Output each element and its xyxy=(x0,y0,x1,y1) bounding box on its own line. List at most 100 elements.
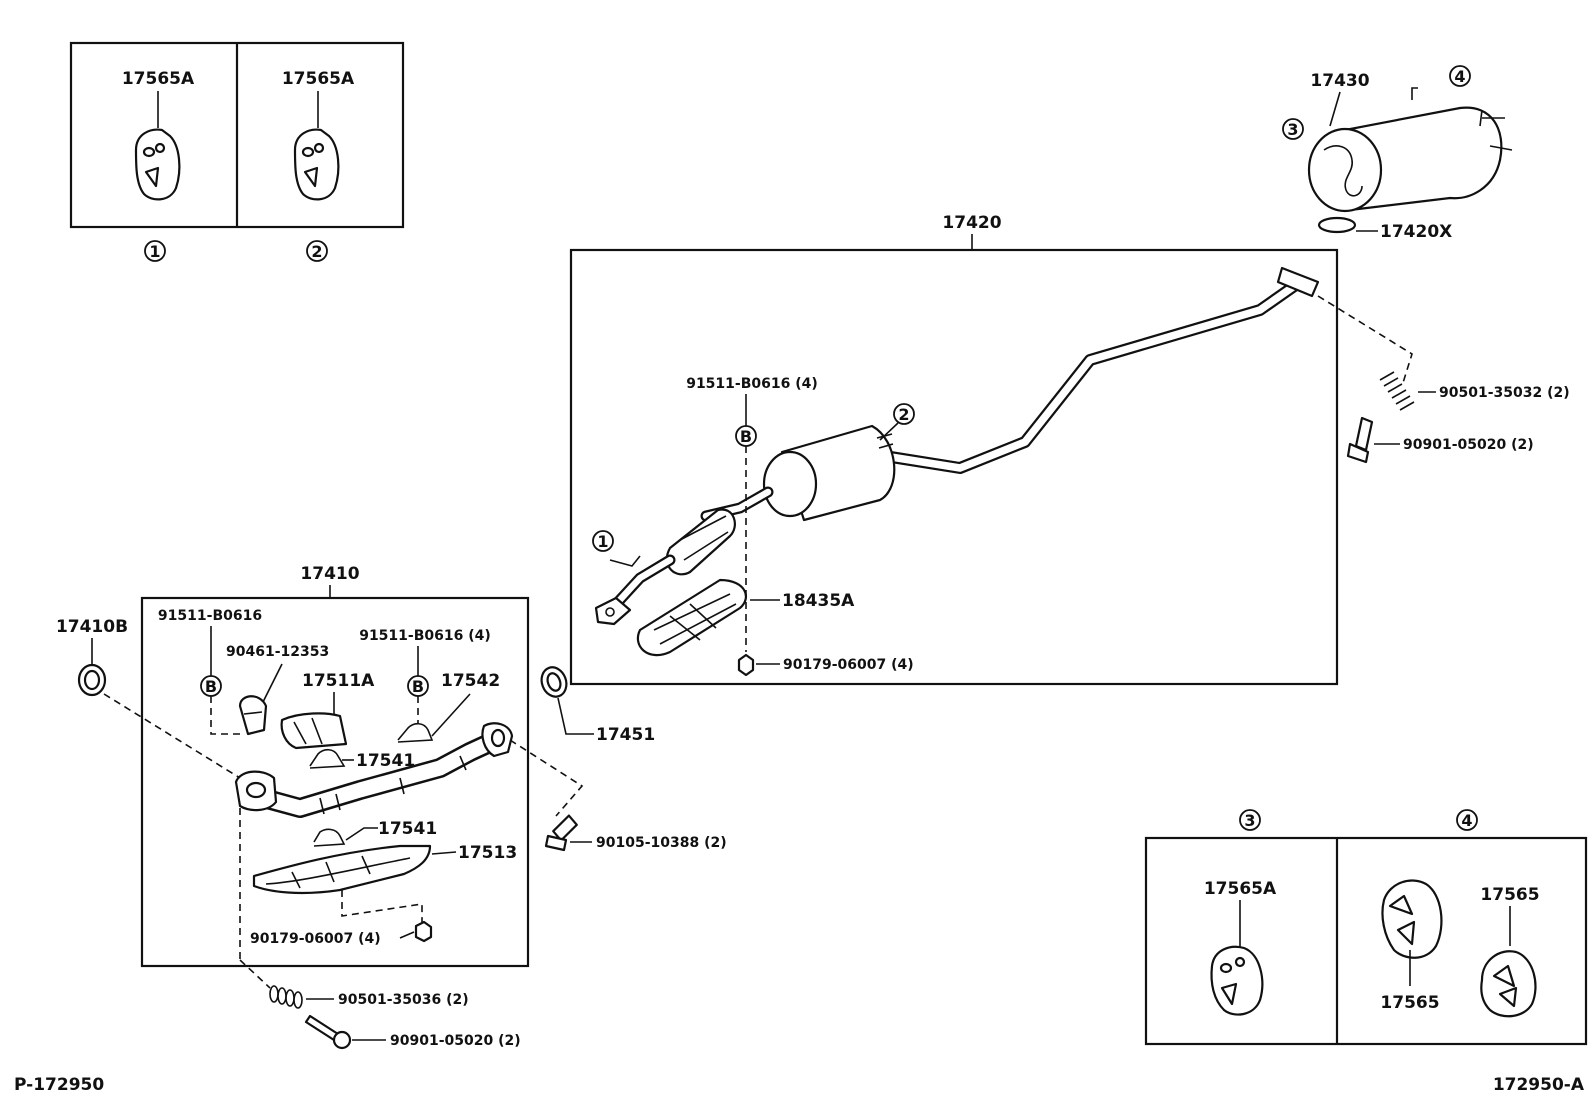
rubber-hanger-icon xyxy=(1381,879,1443,959)
muffler-leader xyxy=(1329,91,1341,127)
clip-lower-icon xyxy=(313,828,346,847)
rear-gasket-label[interactable]: 17451 xyxy=(596,725,655,745)
front-coil-spring-icon xyxy=(269,985,303,1009)
tail-muffler-group: 17430 4 3 17420X xyxy=(1282,65,1513,242)
front-bolt-b2-text: B xyxy=(412,677,424,696)
heat-insulator-label[interactable]: 17513 xyxy=(458,843,517,863)
front-bolt-icon xyxy=(304,1014,352,1050)
center-pipe-assembly-label[interactable]: 17420 xyxy=(942,213,1001,233)
front-spring-dashline-2 xyxy=(239,959,271,989)
front-pipe-group: 17410 17410B 91511-B0616 B 90461-12353 1… xyxy=(56,564,584,989)
rear-bolt-label[interactable]: 90105-10388 (2) xyxy=(596,835,727,851)
inset3-part-label[interactable]: 17565A xyxy=(1204,879,1277,899)
gasket-icon xyxy=(1317,216,1357,234)
rear-gasket-group: 17451 xyxy=(540,666,655,745)
front-rear-dashline xyxy=(509,739,584,817)
coil-spring-icon xyxy=(1379,371,1415,411)
spring-bolt-label[interactable]: 90901-05020 (2) xyxy=(1403,437,1534,453)
inset1-panel: 17565A 1 xyxy=(122,69,195,262)
front-bolt-b1-dashline xyxy=(210,696,244,735)
center-callout-2-circle xyxy=(893,403,915,425)
center-nut-label[interactable]: 90179-06007 (4) xyxy=(783,657,914,673)
heat-insulator-dashline xyxy=(341,890,423,922)
bolt-b-text: B xyxy=(740,427,752,446)
front-nut-leader xyxy=(399,931,415,939)
rubber-hanger-icon xyxy=(1480,950,1537,1018)
clamp-icon xyxy=(238,695,268,736)
callout-3-circle xyxy=(1282,118,1304,140)
inset4-callout-text: 4 xyxy=(1461,811,1472,830)
rear-bolt-icon xyxy=(544,814,578,852)
footer-left-code: P-172950 xyxy=(14,1075,104,1095)
rear-gasket-leader xyxy=(557,697,594,735)
converter-part-label[interactable]: 18435A xyxy=(782,591,855,611)
front-gasket-label[interactable]: 17410B xyxy=(56,617,128,637)
front-nut-label[interactable]: 90179-06007 (4) xyxy=(250,931,381,947)
center-pipe-icon xyxy=(594,266,1320,626)
clip-lower-label[interactable]: 17541 xyxy=(378,819,437,839)
callout-1-text: 1 xyxy=(149,242,160,261)
bracket-icon xyxy=(280,712,348,750)
heat-insulator-leader xyxy=(431,851,457,855)
inset1-part-label[interactable]: 17565A xyxy=(122,69,195,89)
front-bolt-single-label[interactable]: 91511-B0616 xyxy=(158,608,262,624)
center-callout-2-leader xyxy=(879,422,899,441)
rear-flange-hardware: 90501-35032 (2) 90901-05020 (2) xyxy=(1317,295,1570,464)
inset2-part-label[interactable]: 17565A xyxy=(282,69,355,89)
callout-2-text: 2 xyxy=(311,242,322,261)
callout-1-circle xyxy=(144,240,166,262)
front-hex-nut-icon xyxy=(414,920,433,943)
inset-bottom-right-frame xyxy=(1144,836,1588,1046)
front-bolt-b1-text: B xyxy=(205,677,217,696)
center-pipe-frame xyxy=(569,248,1339,686)
front-spring-hardware: 90501-35036 (2) 90901-05020 (2) xyxy=(269,985,521,1050)
front-exhaust-pipe-icon xyxy=(234,722,514,818)
clamp-leader xyxy=(261,663,283,705)
clip-upper-icon xyxy=(309,748,346,769)
rear-flange-dashline xyxy=(1317,295,1413,387)
clip-lower-leader xyxy=(345,827,378,841)
front-pipe-assembly-label[interactable]: 17410 xyxy=(300,564,359,584)
clamp-label[interactable]: 90461-12353 xyxy=(226,644,329,660)
inset2-panel: 17565A 2 xyxy=(282,69,355,262)
center-callout-1-circle xyxy=(592,530,614,552)
inset4-callout-circle xyxy=(1456,809,1478,831)
inset3-callout-text: 3 xyxy=(1244,811,1255,830)
footer-right-code: 172950-A xyxy=(1493,1075,1585,1095)
front-bolt-label[interactable]: 90901-05020 (2) xyxy=(390,1033,521,1049)
center-pipe-group: 17420 xyxy=(569,213,1339,686)
converter-heat-shield-icon xyxy=(636,578,747,657)
gasket-part-label[interactable]: 17420X xyxy=(1380,222,1452,242)
rubber-hanger-icon xyxy=(293,128,340,201)
callout-4-text: 4 xyxy=(1454,67,1465,86)
inset4a-part-label[interactable]: 17565 xyxy=(1380,993,1439,1013)
bracket-label[interactable]: 17511A xyxy=(302,671,375,691)
rubber-hanger-icon xyxy=(1210,945,1264,1016)
inset4b-part-label[interactable]: 17565 xyxy=(1480,885,1539,905)
center-callout-2-text: 2 xyxy=(898,405,909,424)
center-callout-1-text: 1 xyxy=(597,532,608,551)
front-bolt-multi-label[interactable]: 91511-B0616 (4) xyxy=(359,628,491,644)
spring-part-label[interactable]: 90501-35032 (2) xyxy=(1439,385,1570,401)
support-clip-icon xyxy=(397,722,434,743)
gasket-ring-icon xyxy=(77,663,107,697)
center-bolt-label[interactable]: 91511-B0616 (4) xyxy=(686,376,818,392)
clip-upper-label[interactable]: 17541 xyxy=(356,751,415,771)
front-spring-label[interactable]: 90501-35036 (2) xyxy=(338,992,469,1008)
muffler-icon xyxy=(1307,87,1513,213)
front-pipe-frame xyxy=(140,596,530,968)
rear-gasket-icon xyxy=(540,666,568,698)
heat-insulator-icon xyxy=(252,844,432,895)
callout-4-circle xyxy=(1449,65,1471,87)
bolt-icon xyxy=(1346,416,1374,464)
inset3-callout-circle xyxy=(1239,809,1261,831)
callout-2-circle xyxy=(306,240,328,262)
inset-top-left: 17565A 1 17565A 2 xyxy=(69,41,405,262)
support-label[interactable]: 17542 xyxy=(441,671,500,691)
hex-nut-icon xyxy=(737,653,755,677)
muffler-part-label[interactable]: 17430 xyxy=(1310,71,1369,91)
rubber-hanger-icon xyxy=(134,128,181,201)
callout-3-text: 3 xyxy=(1287,120,1298,139)
rear-bolt-group: 90105-10388 (2) xyxy=(544,814,727,852)
